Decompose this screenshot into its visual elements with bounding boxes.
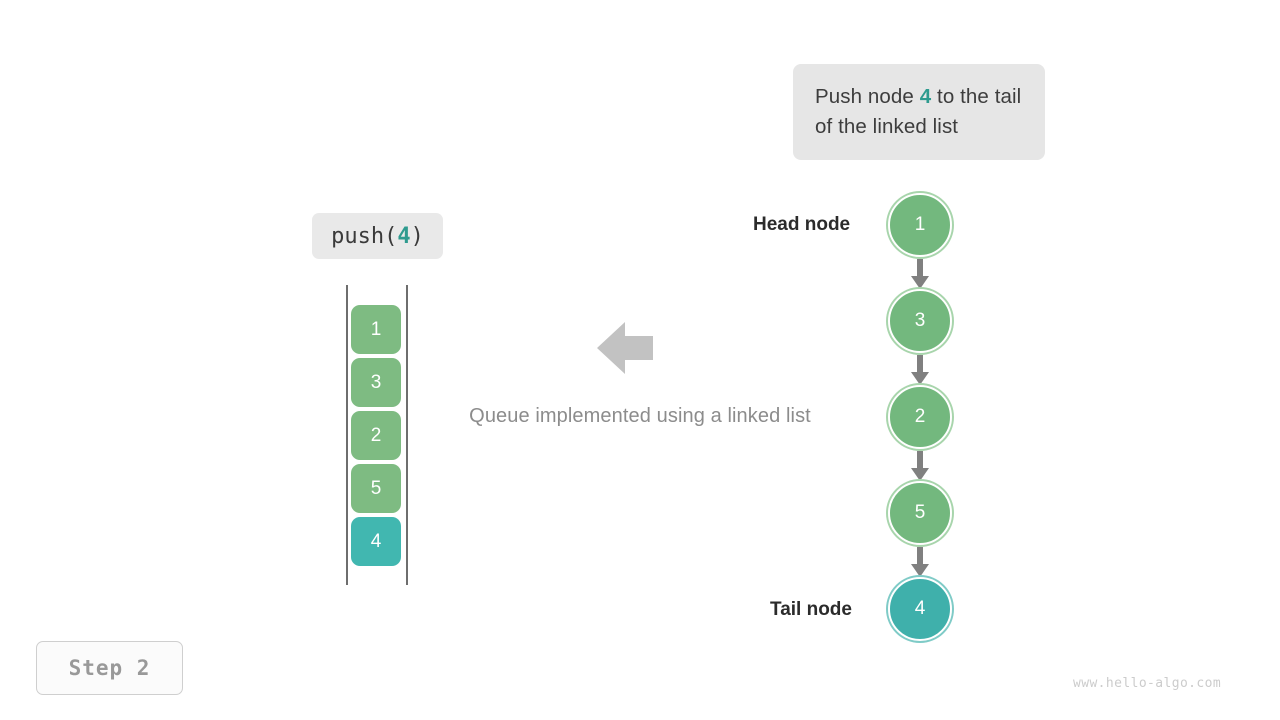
linked-list-connector	[917, 259, 923, 276]
linked-list-connector	[917, 451, 923, 468]
linked-list-connector	[917, 355, 923, 372]
queue-cell: 4	[351, 517, 401, 566]
linked-list-container: 1 3 2 5 4	[888, 193, 952, 643]
description-text: Push node 4 to the tail of the linked li…	[815, 82, 1023, 142]
operation-prefix: push(	[331, 223, 398, 249]
linked-list-arrowhead-icon	[911, 564, 929, 577]
linked-list-node: 4	[888, 577, 952, 641]
description-tooltip: Push node 4 to the tail of the linked li…	[793, 64, 1045, 160]
queue-caption: Queue implemented using a linked list	[469, 405, 811, 427]
queue-cell: 2	[351, 411, 401, 460]
tail-node-label: Tail node	[770, 599, 852, 620]
description-text-before: Push node	[815, 85, 920, 108]
queue-cell: 3	[351, 358, 401, 407]
queue-rail-right	[406, 285, 408, 585]
linked-list-node: 1	[888, 193, 952, 257]
watermark: www.hello-algo.com	[1073, 676, 1222, 691]
linked-list-node: 3	[888, 289, 952, 353]
operation-label-text: push(4)	[331, 224, 424, 249]
queue-cell: 5	[351, 464, 401, 513]
step-badge-label: Step 2	[68, 656, 151, 680]
linked-list-connector	[917, 547, 923, 564]
description-highlight-value: 4	[919, 85, 932, 108]
queue-cell: 1	[351, 305, 401, 354]
operation-label-box: push(4)	[312, 213, 443, 259]
linked-list-arrowhead-icon	[911, 372, 929, 385]
operation-suffix: )	[410, 223, 424, 249]
linked-list-arrowhead-icon	[911, 468, 929, 481]
head-node-label: Head node	[753, 214, 851, 235]
linked-list-node: 2	[888, 385, 952, 449]
linked-list-node: 5	[888, 481, 952, 545]
queue-rail-left	[346, 285, 348, 585]
step-badge: Step 2	[36, 641, 183, 695]
left-arrow-icon	[597, 322, 653, 374]
operation-argument: 4	[397, 223, 411, 249]
description-text-after: to the tail of the linked list	[815, 85, 1022, 138]
linked-list-arrowhead-icon	[911, 276, 929, 289]
